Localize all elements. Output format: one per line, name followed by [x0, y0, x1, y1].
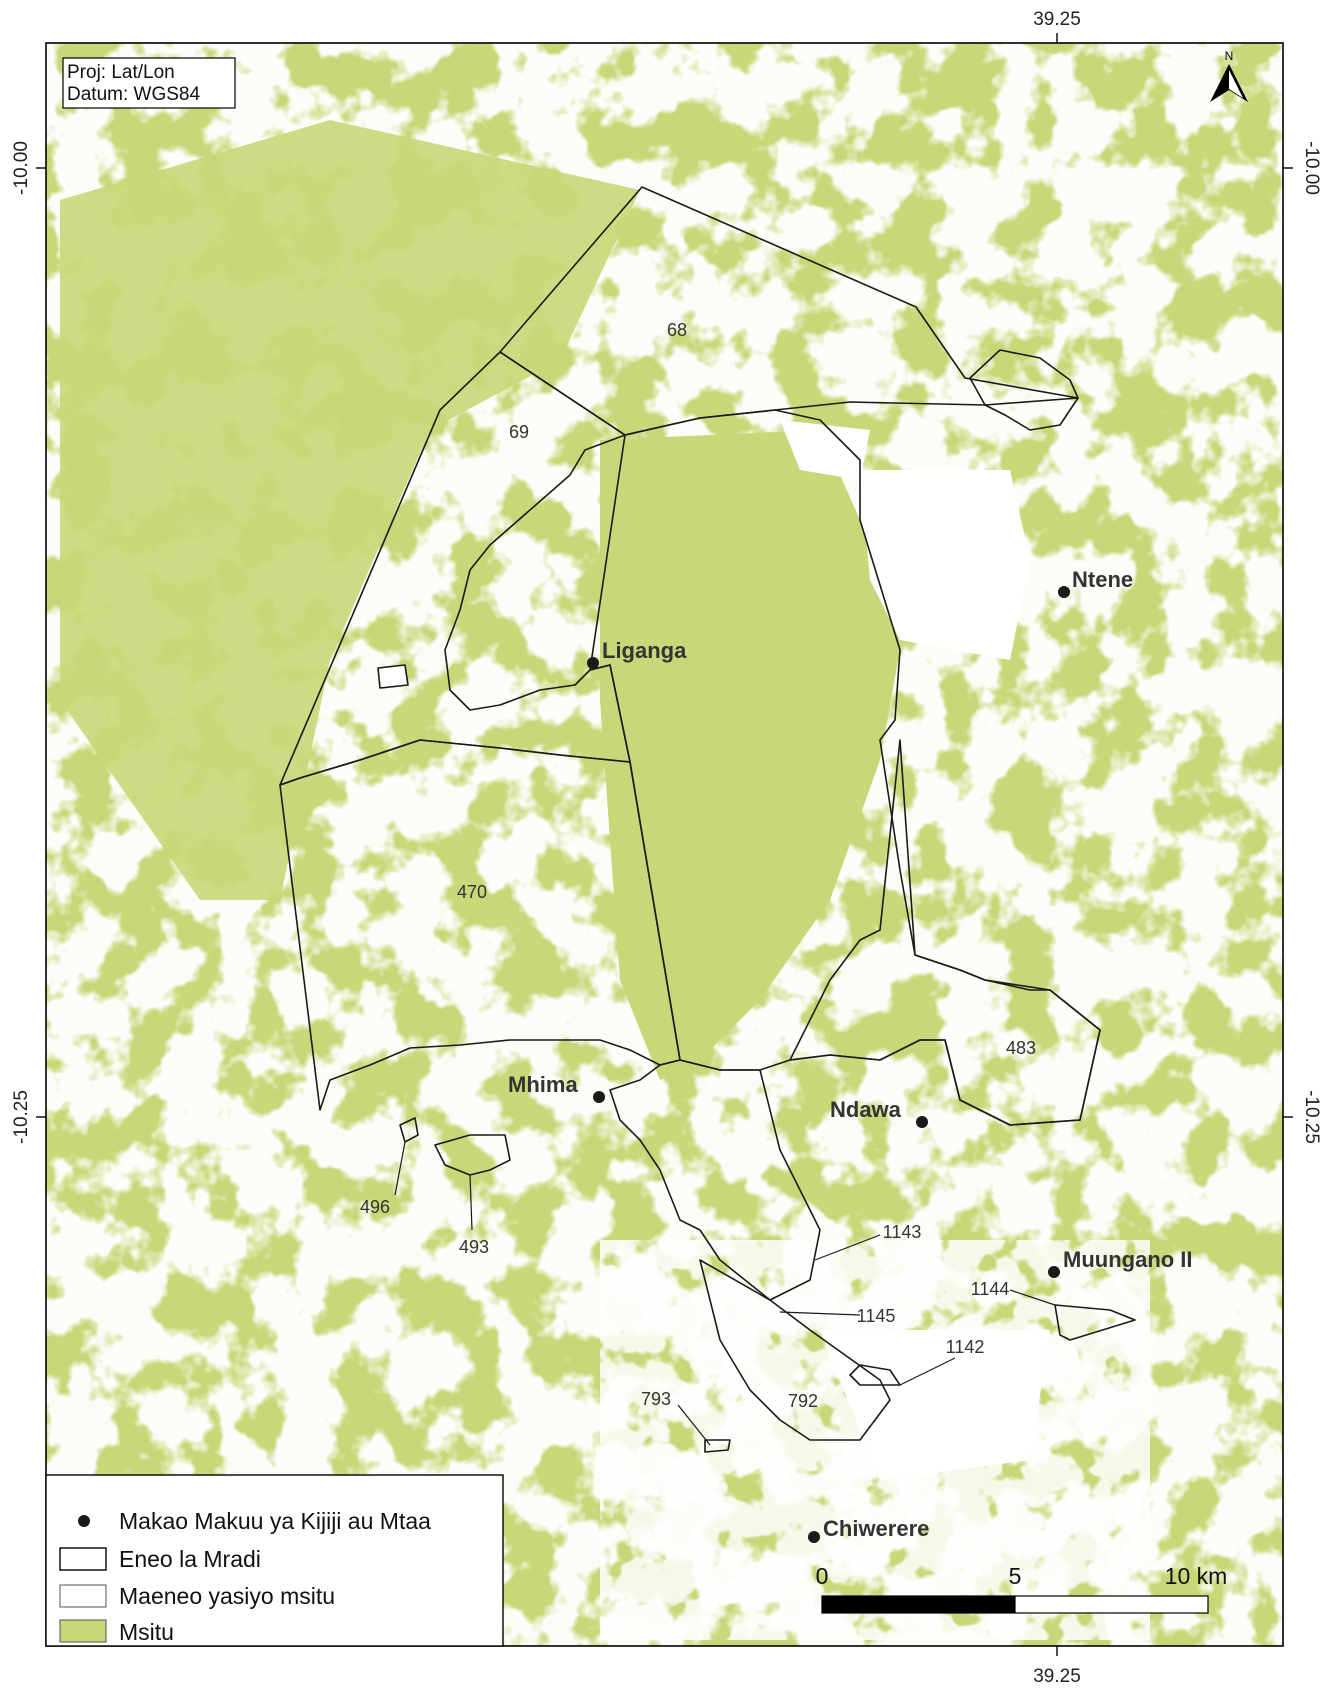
village-label-mhima: Mhima: [508, 1072, 578, 1097]
legend-label-non-forest: Maeneo yasiyo msitu: [119, 1583, 335, 1609]
parcel-label-792: 792: [788, 1391, 818, 1411]
parcel-mhima-boundary: [609, 1059, 821, 1301]
village-label-ndawa: Ndawa: [830, 1097, 902, 1122]
leader-lines: [394, 1141, 1056, 1446]
right-tick-label-2: -10.25: [1301, 1090, 1322, 1144]
village-label-liganga: Liganga: [602, 638, 687, 663]
left-tick-label-2: -10.25: [11, 1090, 32, 1144]
parcel-1144-boundary: [1054, 1304, 1136, 1341]
parcel-label-69: 69: [509, 422, 529, 442]
parcel-793-boundary: [704, 1439, 731, 1453]
map-frame: [45, 42, 1284, 1647]
parcel-label-493: 493: [459, 1237, 489, 1257]
scale-bar: 0 5 10 km: [816, 1563, 1228, 1614]
village-markers: Ntene Liganga Mhima Ndawa Muungano II Ch…: [508, 567, 1193, 1543]
projection-info-box: Proj: Lat/Lon Datum: WGS84: [62, 57, 236, 109]
scale-label-5: 5: [1009, 1563, 1022, 1589]
datum-text: Datum: WGS84: [67, 84, 200, 105]
legend-label-forest: Msitu: [119, 1619, 174, 1645]
village-dot-icon: [587, 657, 599, 669]
project-area-boundaries: [279, 186, 1136, 1453]
projection-text: Proj: Lat/Lon: [67, 62, 175, 83]
parcel-label-470: 470: [457, 882, 487, 902]
parcel-493-boundary: [434, 1134, 511, 1176]
north-arrow-icon: N: [1210, 49, 1248, 102]
top-tick-label: 39.25: [1033, 9, 1081, 30]
map-legend: Makao Makuu ya Kijiji au Mtaa Eneo la Mr…: [45, 1474, 504, 1647]
liganga-lake-boundary: [377, 664, 409, 689]
left-tick-label-1: -10.00: [11, 141, 32, 195]
parcel-label-1142: 1142: [946, 1337, 985, 1357]
north-label: N: [1225, 49, 1234, 63]
scale-label-10km: 10 km: [1165, 1563, 1228, 1589]
parcel-label-68: 68: [667, 320, 687, 340]
scale-label-0: 0: [816, 1563, 829, 1589]
legend-label-village: Makao Makuu ya Kijiji au Mtaa: [119, 1508, 431, 1534]
village-dot-icon: [593, 1091, 605, 1103]
bottom-tick-label: 39.25: [1033, 1666, 1081, 1687]
parcel-470-boundary: [279, 739, 681, 1111]
village-dot-icon: [78, 1515, 90, 1527]
parcel-483-boundary: [789, 739, 1101, 1126]
coordinate-axes: 39.25 39.25 -10.00 -10.25 -10.00 -10.25: [11, 9, 1322, 1687]
forest-raster: [46, 43, 1283, 1646]
parcel-label-1143: 1143: [883, 1222, 922, 1242]
village-dot-icon: [808, 1531, 820, 1543]
parcel-496-boundary: [399, 1117, 419, 1143]
right-tick-label-1: -10.00: [1301, 141, 1322, 195]
village-label-muungano-ii: Muungano II: [1063, 1247, 1193, 1272]
village-label-ntene: Ntene: [1072, 567, 1133, 592]
parcel-1142-boundary: [849, 1364, 901, 1386]
village-dot-icon: [1048, 1266, 1060, 1278]
parcel-label-1144: 1144: [971, 1279, 1010, 1299]
village-label-chiwerere: Chiwerere: [823, 1516, 929, 1541]
parcel-792-boundary: [699, 1259, 891, 1441]
project-area-swatch: [59, 1547, 107, 1571]
village-dot-icon: [1058, 586, 1070, 598]
non-forest-swatch: [59, 1584, 107, 1608]
ntene-islands-boundary: [969, 349, 1079, 431]
parcel-label-483: 483: [1006, 1038, 1036, 1058]
parcel-label-793: 793: [641, 1389, 671, 1409]
legend-label-project-area: Eneo la Mradi: [119, 1546, 261, 1572]
forest-swatch: [59, 1619, 107, 1643]
parcel-label-1145: 1145: [857, 1306, 896, 1326]
village-dot-icon: [916, 1116, 928, 1128]
parcel-label-496: 496: [360, 1197, 390, 1217]
